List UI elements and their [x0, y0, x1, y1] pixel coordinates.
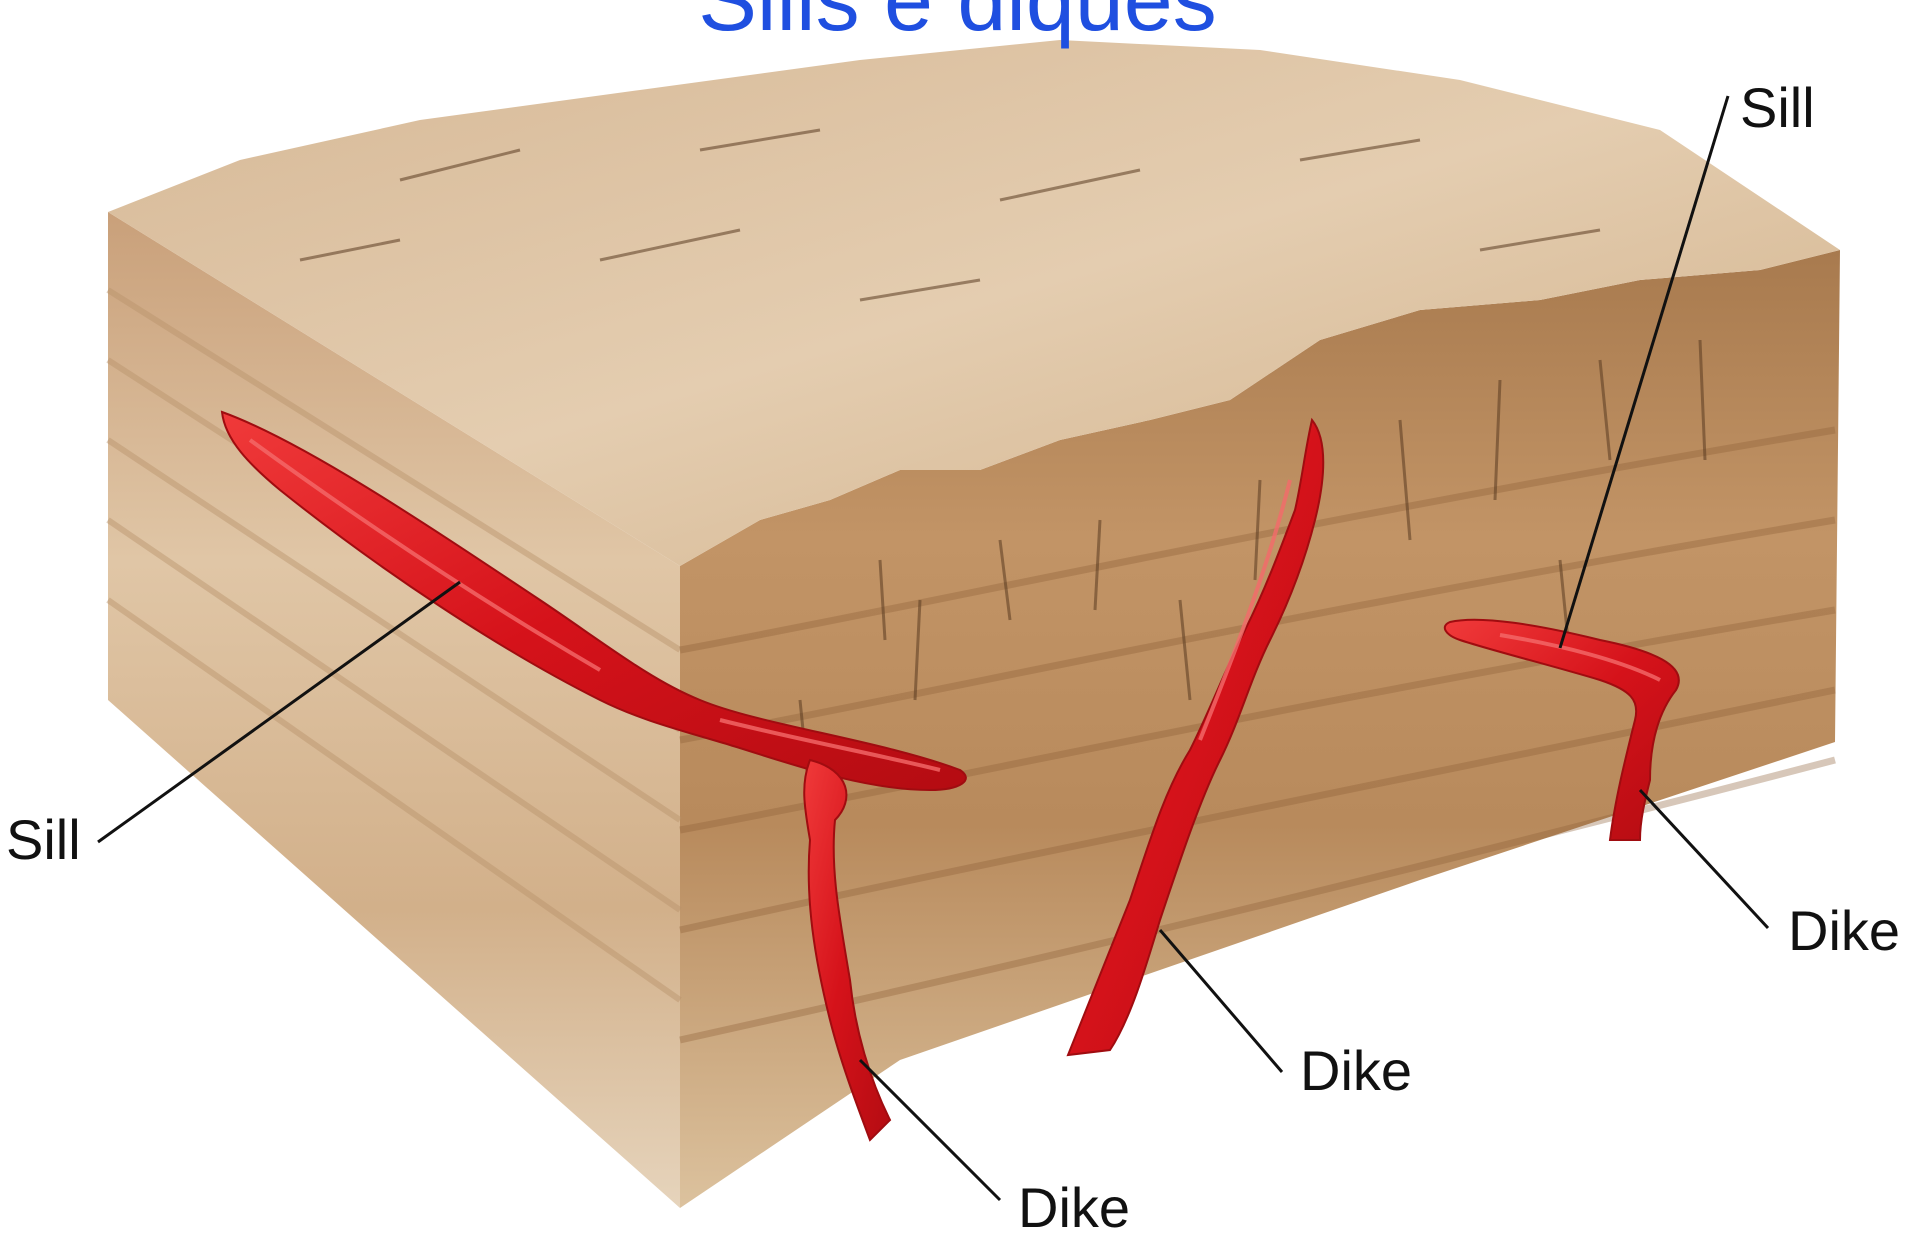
- label-dike-bottom: Dike: [1018, 1180, 1130, 1236]
- diagram-title: Sills e diques: [0, 0, 1915, 44]
- label-dike-right: Dike: [1788, 903, 1900, 959]
- leader-dike-right: [1640, 790, 1768, 928]
- label-sill-left: Sill: [6, 812, 81, 868]
- label-dike-middle: Dike: [1300, 1043, 1412, 1099]
- leader-dike-middle: [1160, 930, 1282, 1072]
- label-sill-right: Sill: [1740, 80, 1815, 136]
